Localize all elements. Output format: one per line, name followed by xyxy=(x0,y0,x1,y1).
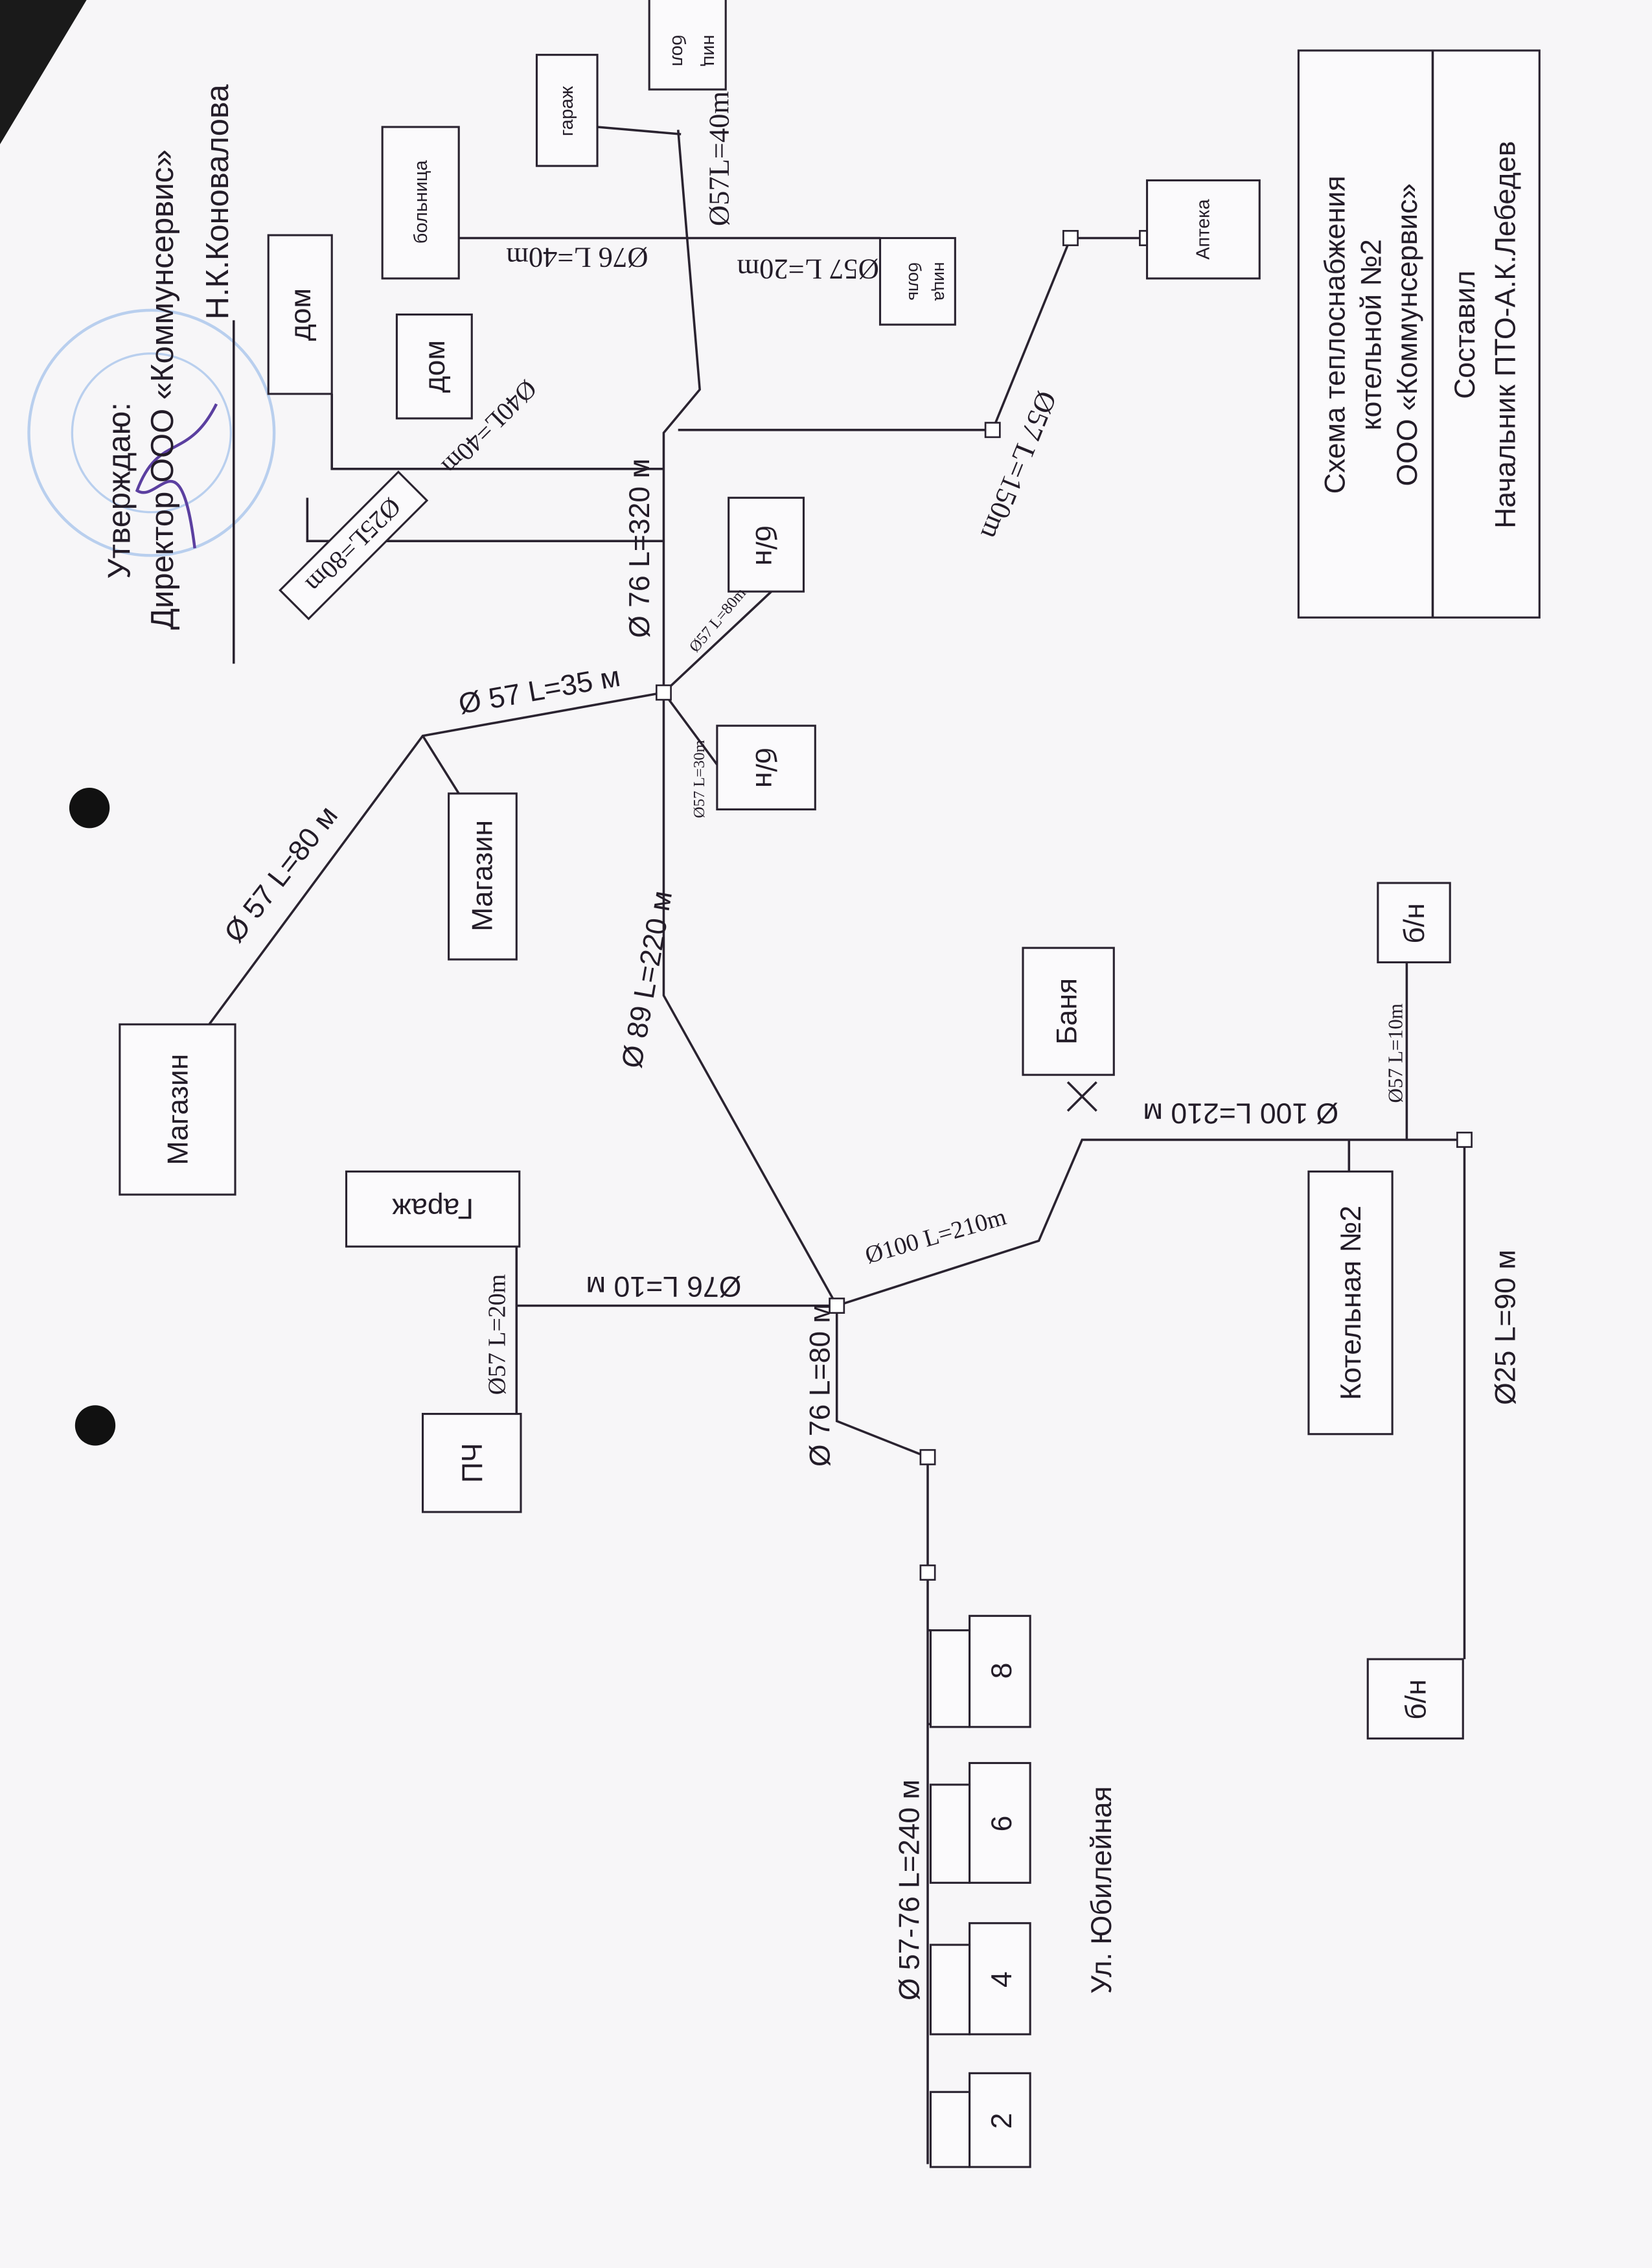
pipe-label: Ø100 L=210m xyxy=(862,1203,1009,1269)
house-number: 6 xyxy=(986,1816,1018,1832)
house-number: 8 xyxy=(986,1663,1018,1679)
approval-block: Утверждаю: Директор ООО «Коммунсервис» Н… xyxy=(102,84,235,664)
building-garage: Гараж xyxy=(392,1193,474,1224)
pipe-label: Ø 57-76 L=240 м xyxy=(894,1780,926,2000)
building-bathhouse: Баня xyxy=(1051,978,1083,1045)
title-line: Схема теплоснабжения xyxy=(1320,176,1351,494)
author-name: Начальник ПТО-А.К.Лебедев xyxy=(1489,141,1521,529)
building-house: дом xyxy=(285,288,317,341)
building-unnamed: б/н xyxy=(1399,903,1430,943)
scan-edge-shadow xyxy=(0,0,87,144)
building-hospital-partial: бол xyxy=(668,35,689,67)
building-shop: Магазин xyxy=(163,1054,194,1165)
pipe-label: Ø76 L=10 м xyxy=(586,1270,742,1302)
pipe-label: Ø57 L=20m xyxy=(483,1274,511,1395)
building-fire-station: ПЧ xyxy=(457,1443,488,1483)
approval-position: Директор ООО «Коммунсервис» xyxy=(145,150,180,630)
punch-hole xyxy=(75,1405,116,1446)
building-house: дом xyxy=(419,340,451,393)
pipe-label: Ø57 L=20m xyxy=(737,253,879,286)
buildings: больница гараж бол ниц боль ница Аптека … xyxy=(119,0,1464,1740)
building-unnamed: б/н xyxy=(750,525,781,566)
approval-heading: Утверждаю: xyxy=(102,402,137,578)
pipe-label: Ø 76 L=80 м xyxy=(805,1303,836,1467)
building-boiler-house: Котельная №2 xyxy=(1335,1206,1367,1400)
house-number: 2 xyxy=(986,2113,1018,2129)
building-hospital-small: боль xyxy=(905,262,924,301)
building-unnamed: б/н xyxy=(1400,1679,1432,1719)
pipe-label: Ø 57 L=35 м xyxy=(456,661,623,720)
building-pharmacy: Аптека xyxy=(1193,199,1213,260)
building-hospital-partial: ниц xyxy=(700,35,720,67)
pipe-label: Ø 100 L=210 м xyxy=(1143,1097,1338,1129)
title-line: ООО «Коммунсервис» xyxy=(1392,183,1423,487)
pipe-label: Ø57 L=150m xyxy=(974,387,1063,544)
street-houses: 2 4 6 8 xyxy=(929,1614,1031,2168)
signature xyxy=(135,403,218,549)
pipelines xyxy=(208,126,1466,2164)
title-block: Схема теплоснабжения котельной №2 ООО «К… xyxy=(1297,49,1541,619)
pipe-label: Ø 76 L=320 м xyxy=(624,459,656,638)
building-garage-small: гараж xyxy=(556,86,577,136)
pipe-label: Ø57 L=30m xyxy=(691,740,708,818)
pipe-label: Ø 89 L=220 м xyxy=(616,888,678,1070)
stamp xyxy=(27,308,276,557)
building-shop: Магазин xyxy=(466,820,498,932)
pipe-label: Ø25 L=90 м xyxy=(1489,1250,1521,1405)
approval-name: Н.К.Коновалова xyxy=(200,84,235,320)
author-label: Составил xyxy=(1449,271,1481,399)
building-unnamed: б/н xyxy=(750,748,781,788)
punch-hole xyxy=(69,788,110,829)
pipe-label: Ø76 L=40m xyxy=(506,242,648,274)
pipe-label: Ø25L=80m xyxy=(301,492,407,599)
street-name: Ул. Юбилейная xyxy=(1086,1786,1118,1994)
pipe-label: Ø57L=40m xyxy=(703,91,735,226)
building-hospital: больница xyxy=(411,160,431,244)
house-number: 4 xyxy=(986,1971,1018,1987)
stamp-inner xyxy=(71,352,233,514)
pipe-label: Ø57 L=10m xyxy=(1384,1003,1407,1103)
building-hospital-small: ница xyxy=(931,262,950,301)
title-line: котельной №2 xyxy=(1355,239,1387,430)
